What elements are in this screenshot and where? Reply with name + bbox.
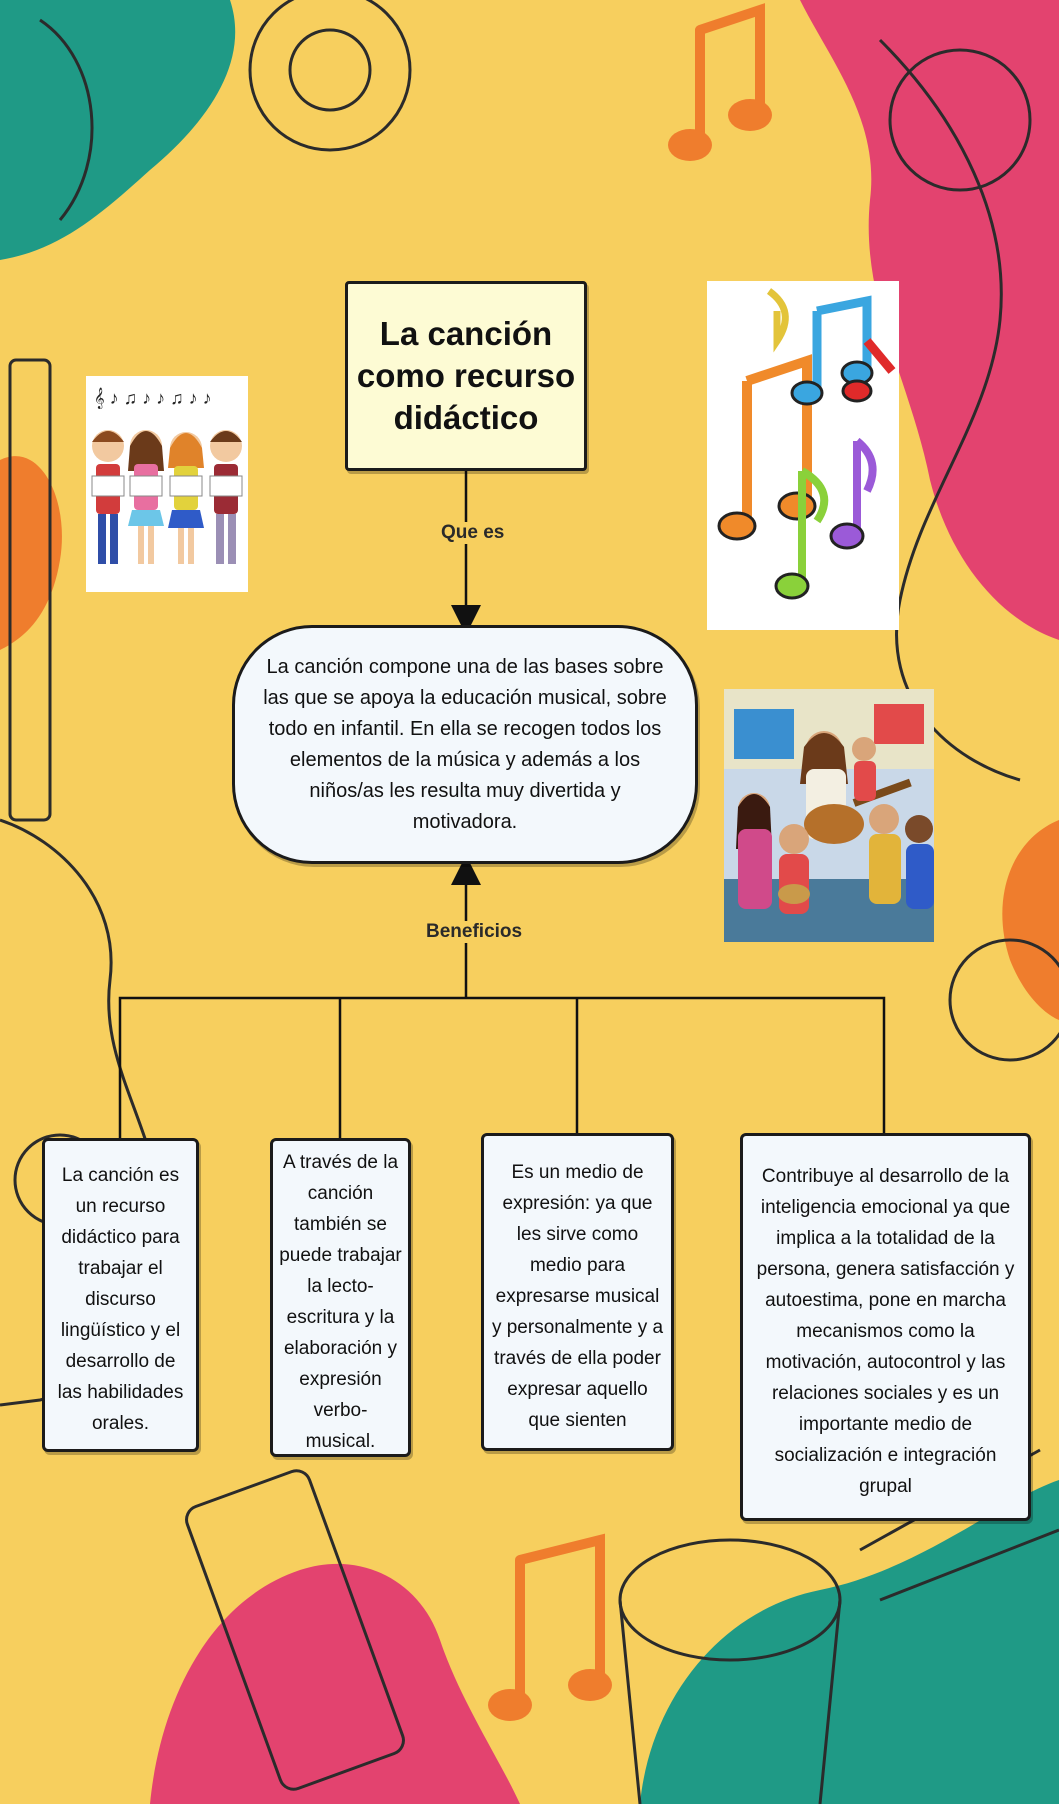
child-figure-4 <box>209 430 243 564</box>
child-figure-1 <box>91 430 125 564</box>
orange-blob-right <box>1002 820 1059 1020</box>
definition-node: La canción compone una de las bases sobr… <box>232 625 698 864</box>
teal-blob-top-left <box>0 0 236 260</box>
child-figure-2 <box>128 430 164 564</box>
benefit-node-4: Contribuye al desarrollo de la inteligen… <box>740 1133 1031 1521</box>
orange-blob-left <box>0 456 62 650</box>
child-figure-3 <box>168 432 204 564</box>
music-notes-illustration <box>707 281 899 630</box>
benefit-text-4: Contribuye al desarrollo de la inteligen… <box>756 1165 1015 1497</box>
benefit-text-1: La canción es un recurso didáctico para … <box>57 1164 184 1434</box>
edge-label-beneficios: Beneficios <box>422 921 527 943</box>
edge-label-que-es: Que es <box>437 522 509 544</box>
pink-blob-top-right <box>800 0 1059 640</box>
benefit-node-2: A través de la canción también se puede … <box>270 1138 411 1457</box>
cymbal-line-art <box>39 0 412 221</box>
teacher-guitar-children-photo <box>724 689 934 942</box>
benefit-text-2: A través de la canción también se puede … <box>279 1151 402 1452</box>
singing-children-illustration: 𝄞 ♪ ♫ ♪ ♪ ♫ ♪ ♪ <box>86 376 248 592</box>
teal-blob-bottom-right <box>640 1480 1059 1804</box>
benefit-node-3: Es un medio de expresión: ya que les sir… <box>481 1133 674 1451</box>
benefit-node-1: La canción es un recurso didáctico para … <box>42 1138 199 1452</box>
definition-text: La canción compone una de las bases sobr… <box>263 655 667 833</box>
title-node: La canción como recurso didáctico <box>345 281 587 471</box>
harmonica-line-art <box>185 1469 405 1791</box>
benefit-text-3: Es un medio de expresión: ya que les sir… <box>491 1161 664 1431</box>
pink-blob-bottom-left <box>150 1563 520 1804</box>
title-text: La canción como recurso didáctico <box>356 315 576 436</box>
orange-note-bottom <box>515 1533 605 1705</box>
svg-text:𝄞 ♪ ♫ ♪ ♪ ♫ ♪ ♪: 𝄞 ♪ ♫ ♪ ♪ ♫ ♪ ♪ <box>94 388 212 409</box>
orange-note-top <box>695 3 765 145</box>
